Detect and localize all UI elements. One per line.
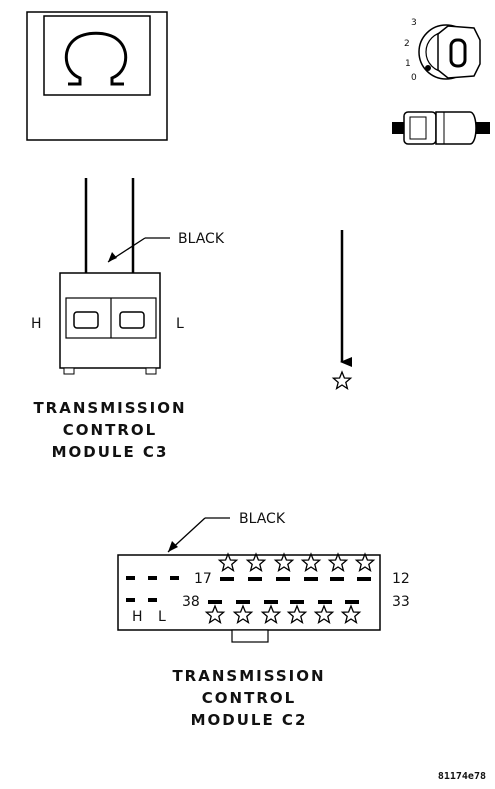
c3-pin-h: H [31,316,42,332]
c3-title-line-1: TRANSMISSION [33,399,186,417]
connector-plug-icon [392,111,490,145]
c2-title-line-1: TRANSMISSION [172,667,325,685]
figure-code: 81174e78 [438,771,486,782]
ign-pos-0: 0 [411,73,417,83]
c2-wire-color-callout: BLACK [167,511,286,553]
ign-pos-2: 2 [404,39,410,49]
c3-title-line-2: CONTROL [63,421,157,439]
ohmmeter [26,11,168,141]
c2-connector [117,553,381,643]
omega-icon [64,31,128,86]
c3-connector [59,272,161,375]
c2-title-line-3: MODULE C2 [191,711,308,729]
c2-pin-33: 33 [392,594,410,610]
c2-top-row-slots [126,576,371,581]
c3-wire-color-callout: BLACK [107,231,225,263]
c2-pin-12: 12 [392,571,410,587]
c2-pin-l: L [158,609,166,625]
ign-pos-3: 3 [411,18,417,28]
c3-pin-l: L [176,316,184,332]
c2-pin-h: H [132,609,143,625]
c2-pin-17: 17 [194,571,212,587]
key-icon [425,25,481,79]
c3-title-line-3: MODULE C3 [52,443,169,461]
ignition-switch: 3 2 1 0 [404,18,481,83]
c2-pin-38: 38 [182,594,200,610]
star-marker-icon [332,371,352,390]
c2-title-line-2: CONTROL [202,689,296,707]
c2-bottom-row-slots [126,598,359,604]
c2-wire-color: BLACK [239,511,286,527]
ign-pos-1: 1 [405,59,411,69]
c3-wire-color: BLACK [178,231,225,247]
